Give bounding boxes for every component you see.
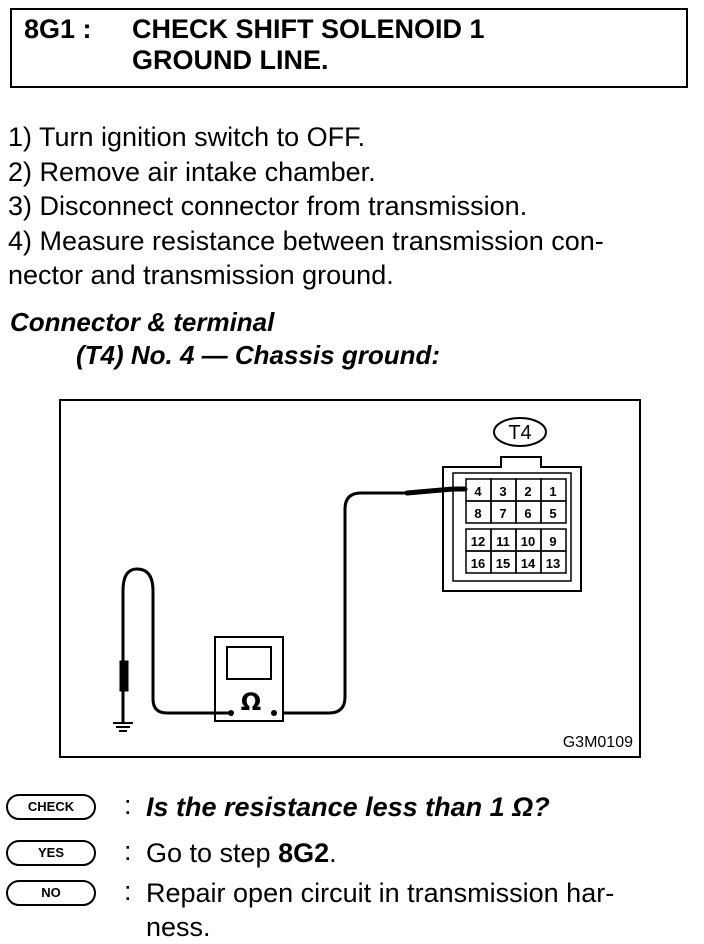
terminal-3: 3 — [499, 484, 506, 499]
terminal-cell — [540, 550, 567, 574]
terminal-7: 7 — [499, 506, 506, 521]
yes-step-ref: 8G2 — [278, 838, 330, 868]
terminal-13: 13 — [546, 556, 560, 571]
step-4-continued: nector and transmission ground. — [8, 260, 394, 290]
step-code: 8G1 : — [24, 14, 92, 44]
step-2: 2) Remove air intake chamber. — [8, 156, 376, 187]
check-badge: CHECK — [6, 794, 96, 820]
step-3: 3) Disconnect connector from transmissio… — [8, 191, 528, 221]
wiring-diagram: T4 4 3 2 1 8 7 6 5 — [59, 399, 641, 758]
ground-icon — [113, 722, 133, 732]
terminal-8: 8 — [474, 506, 481, 521]
check-row: CHECK : Is the resistance less than 1 Ω? — [6, 790, 696, 830]
connector-label-oval — [493, 417, 547, 447]
yes-suffix: . — [329, 838, 337, 868]
terminal-2: 2 — [524, 484, 531, 499]
no-badge: NO — [6, 880, 96, 906]
test-lead-left — [121, 567, 231, 723]
figure-code: G3M0109 — [562, 734, 633, 751]
connector-label: T4 — [508, 422, 531, 444]
no-colon: : — [124, 876, 132, 906]
yes-prefix: Go to step — [146, 838, 279, 868]
meter-terminal-right — [271, 710, 277, 716]
probe-tip — [404, 486, 468, 496]
connector-terminal-heading: Connector & terminal — [10, 307, 275, 337]
step-title-line2: GROUND LINE. — [132, 45, 329, 75]
test-lead-right — [279, 491, 407, 715]
terminal-6: 6 — [524, 506, 531, 521]
terminal-1: 1 — [549, 484, 556, 499]
terminal-cell — [540, 500, 567, 524]
terminal-grid: 4 3 2 1 8 7 6 5 12 11 10 9 — [465, 478, 567, 574]
step-title-line1: CHECK SHIFT SOLENOID 1 — [132, 14, 485, 44]
step-header: 8G1 : CHECK SHIFT SOLENOID 1 GROUND LINE… — [10, 8, 688, 88]
procedure-steps: 1) Turn ignition switch to OFF. 2) Remov… — [8, 120, 698, 293]
terminal-4: 4 — [474, 484, 482, 499]
terminal-15: 15 — [496, 556, 510, 571]
step-4: 4) Measure resistance between transmissi… — [8, 225, 604, 256]
ohm-symbol: Ω — [241, 688, 261, 716]
terminal-11: 11 — [496, 534, 510, 549]
terminal-5: 5 — [549, 506, 556, 521]
no-answer: Repair open circuit in transmission har-… — [146, 876, 691, 944]
terminal-16: 16 — [471, 556, 485, 571]
check-question: Is the resistance less than 1 Ω? — [146, 792, 550, 822]
step-1: 1) Turn ignition switch to OFF. — [8, 122, 366, 152]
step-title: CHECK SHIFT SOLENOID 1 GROUND LINE. — [132, 14, 672, 76]
ground-probe — [119, 660, 129, 692]
connector-inner — [452, 472, 572, 582]
terminal-14: 14 — [521, 556, 536, 571]
terminal-12: 12 — [471, 534, 485, 549]
no-answer-line1: Repair open circuit in transmission har- — [146, 878, 615, 908]
ohmmeter-display — [226, 646, 272, 680]
diagram-svg: T4 4 3 2 1 8 7 6 5 — [113, 417, 582, 732]
yes-badge: YES — [6, 840, 96, 866]
yes-answer: Go to step 8G2. — [146, 836, 691, 870]
terminal-10: 10 — [521, 534, 535, 549]
yes-row: YES : Go to step 8G2. — [6, 836, 696, 876]
terminal-9: 9 — [549, 534, 556, 549]
connector-housing — [442, 456, 582, 592]
terminal-spec: (T4) No. 4 — Chassis ground: — [76, 340, 441, 370]
no-row: NO : Repair open circuit in transmission… — [6, 876, 696, 942]
check-colon: : — [124, 790, 132, 820]
yes-colon: : — [124, 836, 132, 866]
no-answer-line2: ness. — [146, 912, 211, 942]
